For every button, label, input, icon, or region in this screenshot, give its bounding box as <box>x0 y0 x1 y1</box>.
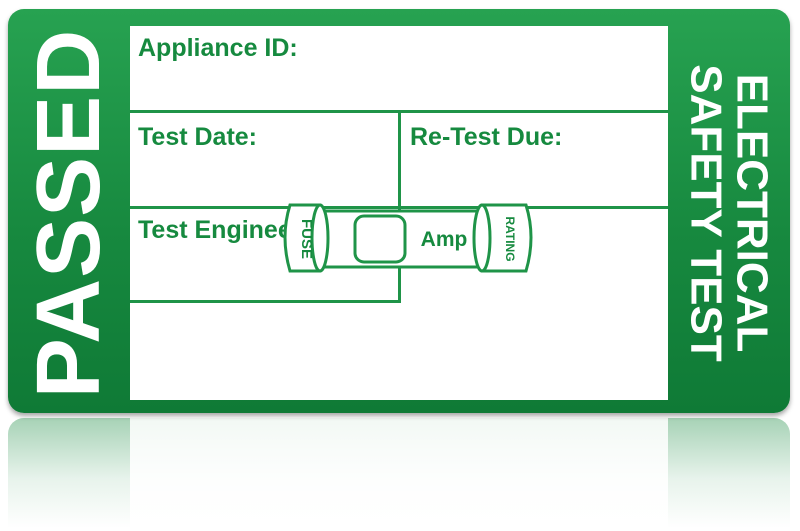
test-engineer-field[interactable]: Test Engineer: <box>138 216 310 244</box>
amp-text: Amp <box>421 228 468 251</box>
label-reflection <box>8 418 790 528</box>
title-line-1: ELECTRICAL <box>728 73 778 353</box>
test-date-field[interactable]: Test Date: <box>138 123 258 151</box>
amp-value-box[interactable] <box>353 214 407 264</box>
rating-cap-text: RATING <box>503 216 517 261</box>
passed-banner: PASSED <box>18 22 122 404</box>
fuse-icon: Amp FUSE RATING <box>283 203 533 273</box>
divider-line <box>130 300 400 303</box>
fuse-right-cap-rim <box>472 203 492 273</box>
title-line-2: SAFETY TEST <box>682 64 732 362</box>
reflection-panel <box>130 418 668 528</box>
electrical-safety-test-title: ELECTRICAL SAFETY TEST <box>672 22 786 404</box>
passed-text: PASSED <box>19 28 120 398</box>
fuse-left-cap-rim <box>310 203 330 273</box>
retest-due-field[interactable]: Re-Test Due: <box>410 123 563 151</box>
appliance-id-field[interactable]: Appliance ID: <box>138 34 298 62</box>
divider-line <box>398 110 401 303</box>
fuse-cap-text: FUSE <box>298 219 315 259</box>
